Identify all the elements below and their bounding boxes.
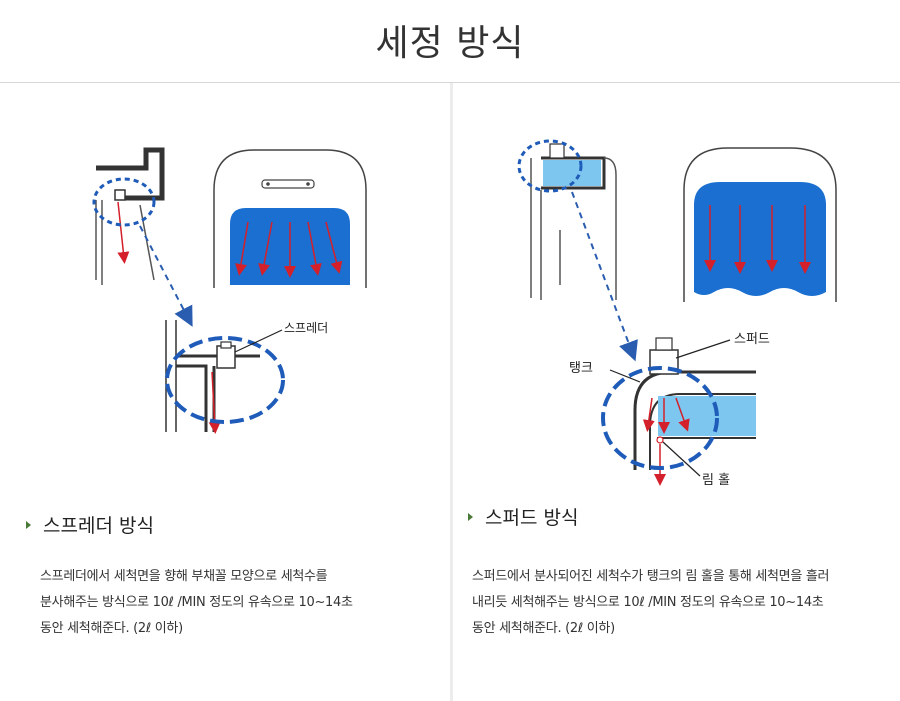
spud-section-title: 스퍼드 방식 [468, 503, 578, 530]
spreader-callout-label: 스프레더 [284, 321, 328, 335]
spreader-description-line: 스프레더에서 세척면을 향해 부채꼴 모양으로 세척수를 [40, 569, 328, 584]
spreader-front-view [213, 149, 367, 288]
spreader-small-section [92, 147, 165, 285]
page-title: 세정 방식 [375, 23, 525, 64]
spud-description-line: 동안 세척해준다. (2ℓ 이하) [472, 621, 615, 636]
spreader-zoom-connector [139, 225, 193, 327]
spud-small-section [517, 139, 617, 300]
triangle-right-icon [26, 520, 31, 529]
spud-description: 스퍼드에서 분사되어진 세척수가 탱크의 림 홀을 통해 세척면을 흘러 내리듯… [472, 564, 829, 642]
spud-zoom-connector [571, 191, 638, 362]
rim-hole-callout-label: 림 홀 [702, 473, 730, 488]
triangle-right-icon [468, 512, 473, 521]
spreader-description: 스프레더에서 세척면을 향해 부채꼴 모양으로 세척수를 분사해주는 방식으로 … [40, 564, 353, 642]
spud-callout-label: 스퍼드 [734, 332, 770, 347]
spreader-section-title: 스프레더 방식 [26, 511, 154, 538]
spreader-description-line: 분사해주는 방식으로 10ℓ /MIN 정도의 유속으로 10~14초 [40, 595, 353, 610]
column-divider [450, 83, 453, 701]
title-divider [0, 82, 900, 83]
spud-description-line: 스퍼드에서 분사되어진 세척수가 탱크의 림 홀을 통해 세척면을 흘러 [472, 569, 830, 584]
spud-description-line: 내리듯 세척해주는 방식으로 10ℓ /MIN 정도의 유속으로 10~14초 [472, 595, 824, 610]
spud-zoom-detail [601, 337, 756, 486]
tank-callout-label: 탱크 [569, 361, 593, 376]
washing-method-diagrams: 스프레더 스퍼드 탱크 림 홀 [92, 139, 837, 488]
spud-front-view [683, 147, 837, 302]
spreader-description-line: 동안 세척해준다. (2ℓ 이하) [40, 621, 183, 636]
spreader-zoom-detail [165, 320, 285, 434]
